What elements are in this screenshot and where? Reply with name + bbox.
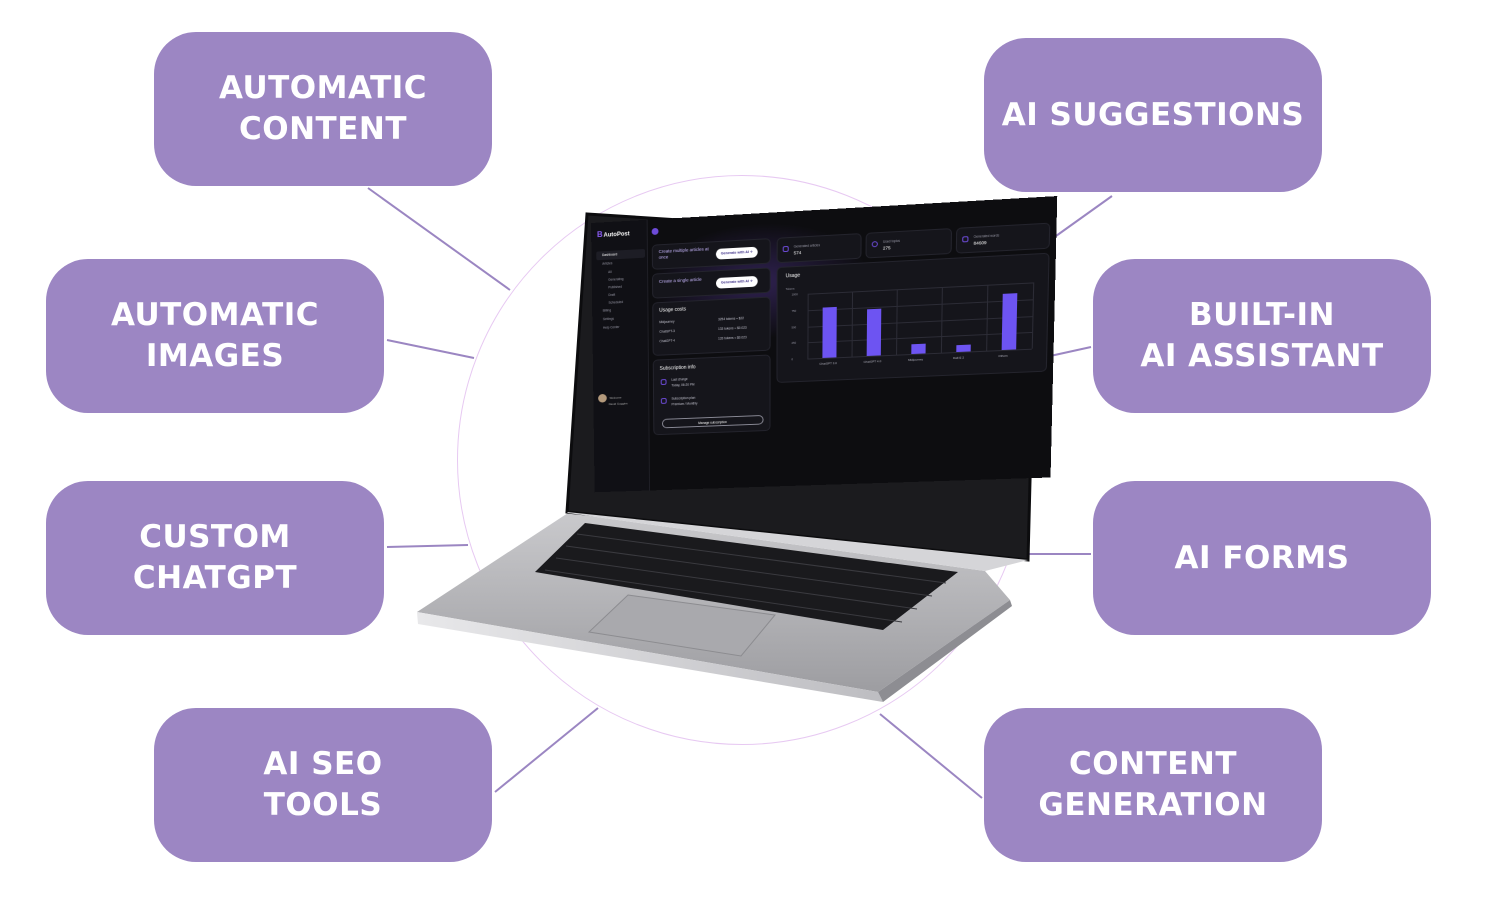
feature-content-generation: CONTENT GENERATION [984,708,1322,862]
manage-subscription-button[interactable]: Manage subscription [662,415,764,428]
stat-value: 84609 [974,240,987,246]
cost-row-name: Midjourney [659,320,674,325]
chart-vgrid [807,294,808,359]
cost-row-value: 133 tokens ≈ $0.023 [718,326,747,331]
chart-vgrid [1032,282,1035,348]
stat-value: 275 [883,245,891,250]
cost-row-name: ChatGPT-3 [659,329,675,334]
cost-row-value: 3254 tokens ≈ $22 [718,316,744,321]
cost-row-name: ChatGPT-4 [659,339,675,344]
chart-gridline [807,332,1032,343]
feature-built-in-ai-assistant: BUILT-IN AI ASSISTANT [1093,259,1431,413]
stat-used-topics: Used topics 275 [865,228,952,258]
usage-chart: 1000 750 500 250 0ChatGPT 3.0 ChatGPT 4.0 Midj… [777,254,1050,384]
sidebar-nav: Dashboard Articles All Generating Publis… [596,249,645,333]
user-greeting: Welcome [609,395,621,399]
chart-gridline [808,299,1033,311]
stat-generated-words: Generated words 84609 [956,223,1051,254]
y-tick-label: 500 [792,325,797,329]
y-tick-label: 750 [792,309,797,313]
stat-label: Used topics [883,239,900,244]
feature-ai-forms: AI FORMS [1093,481,1431,635]
stat-label: Generated articles [794,243,820,248]
create-multiple-label: Create multiple articles at once [659,246,713,261]
stat-generated-articles: Generated articles 574 [777,233,862,263]
plan-label: Subscription plan [671,396,695,401]
usage-costs-title: Usage costs [659,307,686,314]
chart-bar [911,344,925,354]
y-tick-label: 1000 [792,292,798,296]
feature-automatic-content: AUTOMATIC CONTENT [154,32,492,186]
feature-custom-chatgpt: CUSTOM CHATGPT [46,481,384,635]
subscription-card: Subscription info Last charge Today, 06:… [653,354,771,435]
subscription-title: Subscription info [660,364,696,371]
generate-single-button[interactable]: Generate with AI ✧ [716,276,758,289]
chart-bar [867,308,882,356]
x-tick-label: ChatGPT 3.0 [819,361,837,366]
user-profile[interactable]: Welcome David Goggins [598,393,628,406]
calendar-icon [661,379,667,385]
y-tick-label: 0 [791,357,793,361]
x-tick-label: ChatGPT 4.0 [864,359,882,364]
stat-value: 574 [794,250,802,255]
chart-bar [822,307,836,358]
logo-icon: B [597,230,603,239]
cost-row-value: 133 tokens ≈ $0.023 [718,335,747,340]
feature-automatic-images: AUTOMATIC IMAGES [46,259,384,413]
user-name: David Goggins [609,401,628,406]
chart-bar [956,345,971,352]
avatar [598,394,607,403]
plan-icon [661,398,667,404]
usage-costs-card: Usage costs Midjourney 3254 tokens ≈ $22… [652,297,770,356]
last-charge-label: Last charge [671,377,687,381]
feature-ai-suggestions: AI SUGGESTIONS [984,38,1322,192]
chart-bar [1002,293,1018,350]
feature-ai-seo-tools: AI SEO TOOLS [154,708,492,862]
x-tick-label: Dall-E 2 [953,356,964,360]
topics-icon [872,241,878,247]
app-logo: BAutoPost [597,229,630,240]
x-tick-label: Others [998,354,1007,358]
logo-text: AutoPost [604,231,630,238]
generate-multiple-button[interactable]: Generate with AI ✧ [716,247,758,260]
plan-value: Premium / Monthly [672,401,698,406]
articles-icon [783,246,789,252]
chart-gridline [808,282,1034,294]
chart-gridline [808,316,1033,328]
app-screen: BAutoPost Dashboard Articles All Generat… [591,196,1057,492]
sidebar-item-help-center[interactable]: Help Center [597,322,646,333]
stat-label: Generated words [974,233,1000,238]
create-single-label: Create a single article [659,276,713,285]
x-tick-label: Midjourney [908,357,923,362]
y-tick-label: 250 [791,341,796,345]
words-icon [962,236,968,242]
usage-chart-card: Usage Tokens 10007505002500ChatGPT 3.0Ch… [776,253,1049,383]
last-charge-value: Today, 06:20 PM [671,383,694,388]
app-sidebar: BAutoPost Dashboard Articles All Generat… [591,220,650,493]
